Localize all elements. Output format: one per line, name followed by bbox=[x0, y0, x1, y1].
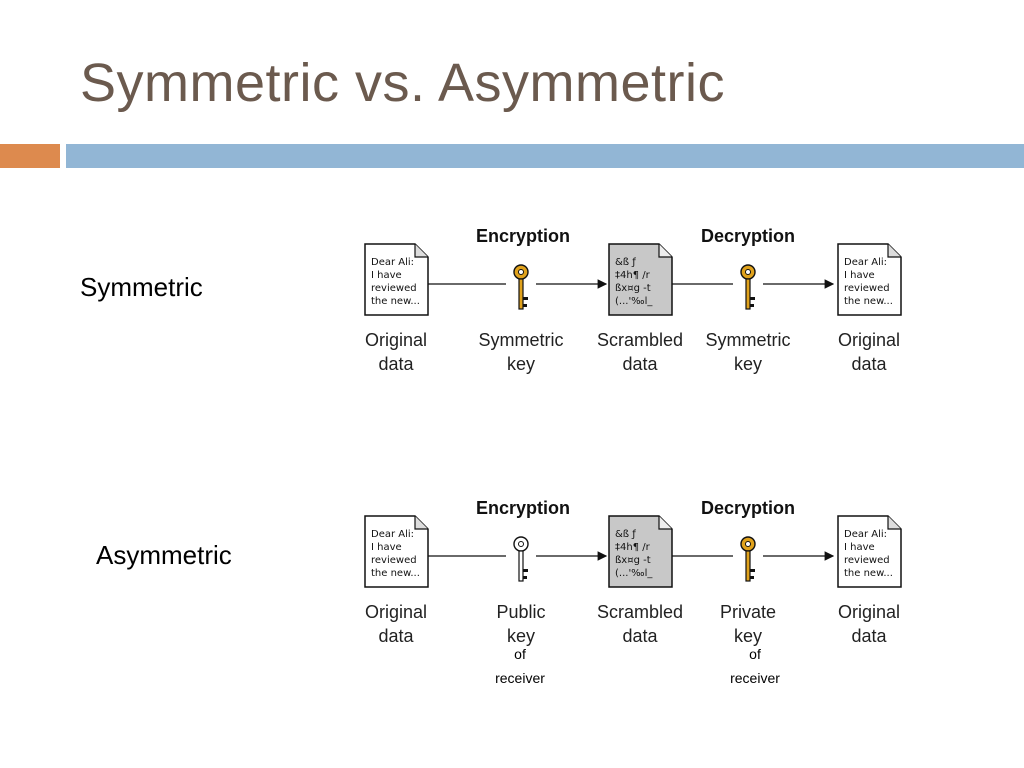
scrambled-data-caption: Scrambled data bbox=[596, 330, 684, 374]
original-data-caption: Original data bbox=[837, 602, 901, 646]
doc-line: reviewed bbox=[844, 555, 890, 566]
symmetric-diagram-graphic: Dear Ali: I have reviewed the new... &ß … bbox=[364, 243, 902, 316]
doc-line: Dear Ali: bbox=[371, 257, 414, 268]
doc-line: ‡4h¶ /r bbox=[615, 270, 651, 281]
doc-line: the new... bbox=[371, 568, 420, 579]
doc-line: the new... bbox=[844, 296, 893, 307]
gold-key-icon bbox=[740, 536, 756, 582]
encryption-label: Encryption bbox=[475, 226, 571, 246]
original-data-caption: Original data bbox=[837, 330, 901, 374]
asymmetric-label: Asymmetric bbox=[96, 540, 232, 570]
symmetric-diagram: Dear Ali: I have reviewed the new... &ß … bbox=[355, 222, 915, 382]
doc-line: &ß ƒ bbox=[615, 257, 636, 268]
public-key-caption: Public key bbox=[496, 602, 546, 646]
scrambled-document-icon: &ß ƒ ‡4h¶ /r ßx¤g -t (...'‰l_ bbox=[608, 515, 673, 588]
accent-bar-orange bbox=[0, 144, 60, 168]
doc-line: I have bbox=[371, 542, 402, 553]
doc-line: Dear Ali: bbox=[844, 257, 887, 268]
doc-line: ßx¤g -t bbox=[615, 283, 651, 294]
original-data-caption: Original data bbox=[364, 602, 428, 646]
gold-key-icon bbox=[513, 264, 529, 310]
asymmetric-diagram: Dear Ali: I have reviewed the new... &ß … bbox=[355, 494, 915, 654]
original-document-icon: Dear Ali: I have reviewed the new... bbox=[837, 515, 902, 588]
asymmetric-diagram-graphic: Dear Ali: I have reviewed the new... &ß … bbox=[364, 515, 902, 588]
symmetric-label: Symmetric bbox=[80, 272, 203, 302]
doc-line: &ß ƒ bbox=[615, 529, 636, 540]
gold-key-icon bbox=[740, 264, 756, 310]
accent-bar-blue bbox=[66, 144, 1024, 168]
symmetric-key-caption: Symmetric key bbox=[478, 330, 564, 374]
doc-line: (...'‰l_ bbox=[615, 568, 653, 579]
scrambled-data-caption: Scrambled data bbox=[596, 602, 684, 646]
silver-key-icon bbox=[513, 536, 529, 582]
decryption-label: Decryption bbox=[700, 226, 796, 246]
original-data-caption: Original data bbox=[364, 330, 428, 374]
doc-line: Dear Ali: bbox=[371, 529, 414, 540]
original-document-icon: Dear Ali: I have reviewed the new... bbox=[364, 515, 429, 588]
original-document-icon: Dear Ali: I have reviewed the new... bbox=[364, 243, 429, 316]
private-key-caption: Private key bbox=[719, 602, 777, 646]
doc-line: reviewed bbox=[844, 283, 890, 294]
doc-line: (...'‰l_ bbox=[615, 296, 653, 307]
doc-line: I have bbox=[371, 270, 402, 281]
doc-line: reviewed bbox=[371, 555, 417, 566]
encryption-label: Encryption bbox=[475, 498, 571, 518]
doc-line: ‡4h¶ /r bbox=[615, 542, 651, 553]
doc-line: I have bbox=[844, 542, 875, 553]
doc-line: ßx¤g -t bbox=[615, 555, 651, 566]
original-document-icon: Dear Ali: I have reviewed the new... bbox=[837, 243, 902, 316]
page-title: Symmetric vs. Asymmetric bbox=[80, 53, 726, 113]
scrambled-document-icon: &ß ƒ ‡4h¶ /r ßx¤g -t (...'‰l_ bbox=[608, 243, 673, 316]
doc-line: I have bbox=[844, 270, 875, 281]
doc-line: reviewed bbox=[371, 283, 417, 294]
doc-line: the new... bbox=[371, 296, 420, 307]
doc-line: the new... bbox=[844, 568, 893, 579]
symmetric-key-caption: Symmetric key bbox=[705, 330, 791, 374]
private-key-note: of receiver bbox=[730, 646, 780, 686]
public-key-note: of receiver bbox=[495, 646, 545, 686]
doc-line: Dear Ali: bbox=[844, 529, 887, 540]
decryption-label: Decryption bbox=[700, 498, 796, 518]
